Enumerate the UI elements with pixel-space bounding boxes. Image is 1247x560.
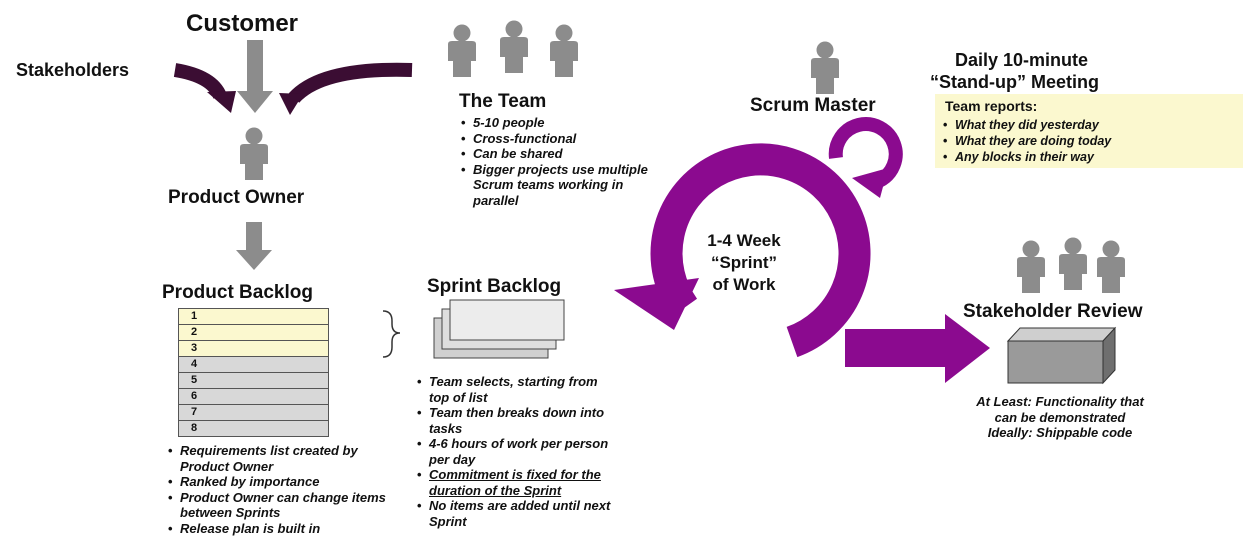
stakeholders-label: Stakeholders [16,60,130,80]
standup-panel: Team reports: What they did yesterday Wh… [935,94,1243,168]
sprint-backlog-title: Sprint Backlog [427,276,562,297]
customer-label: Customer [186,10,299,37]
sprint-line1: 1-4 Week [707,231,781,250]
sprint-label: 1-4 Week “Sprint” of Work [694,230,794,296]
product-owner-person-icon [240,127,268,180]
standup-title-line1: Daily 10-minute [955,50,1089,70]
list-item: Can be shared [461,146,661,162]
stakeholders-curved-arrow [173,63,236,113]
product-owner-label: Product Owner [168,187,305,208]
team-bullets: 5-10 people Cross-functional Can be shar… [461,115,661,208]
backlog-row: 5 [178,373,329,389]
list-item: Any blocks in their way [943,149,1233,165]
list-item: 4-6 hours of work per person per day [417,436,617,467]
review-note-line1: At Least: Functionality that [976,394,1144,409]
daily-cycle-arrow [828,117,903,198]
stakeholder-person-icon [1097,240,1125,293]
list-item: Ranked by importance [168,474,398,490]
product-backlog-list: 1 2 3 4 5 6 7 8 [178,308,329,437]
review-note-line2: can be demonstrated [994,409,1126,425]
shippable-product-box [1006,326,1117,385]
sprint-backlog-bullets: Team selects, starting from top of list … [417,374,617,529]
list-item: Commitment is fixed for the duration of … [417,467,617,498]
product-owner-down-arrow [236,222,272,270]
backlog-brace [382,310,401,358]
list-item: No items are added until next Sprint [417,498,617,529]
list-item: Requirements list created by Product Own… [168,443,398,474]
list-item: Bigger projects use multiple Scrum teams… [461,162,661,209]
sprint-line3: of Work [712,275,776,294]
list-item: What they did yesterday [943,117,1233,133]
list-item: Product Owner can change items between S… [168,490,398,521]
standup-bullets: What they did yesterday What they are do… [943,117,1233,165]
review-notes: At Least: Functionality that can be demo… [935,394,1185,441]
scrum-master-person-icon [811,41,839,94]
customer-down-arrow [237,40,273,113]
stakeholder-review-title: Stakeholder Review [963,301,1143,322]
review-note-line3: Ideally: Shippable code [987,425,1133,440]
team-reports-title: Team reports: [945,98,1038,114]
scrum-master-label: Scrum Master [750,95,876,116]
team-curved-arrow [279,62,413,115]
standup-title-line2: “Stand-up” Meeting [930,72,1099,92]
backlog-row: 2 [178,325,329,341]
backlog-row: 1 [178,308,329,325]
team-member-icon [448,24,476,77]
backlog-row: 8 [178,421,329,437]
team-title: The Team [459,91,547,112]
list-item: Team then breaks down into tasks [417,405,617,436]
sprint-line2: “Sprint” [710,253,778,272]
list-item: Release plan is built in [168,521,398,537]
backlog-row: 7 [178,405,329,421]
sprint-cycle-arrow [614,143,871,358]
team-member-icon [550,24,578,77]
list-item: What they are doing today [943,133,1233,149]
list-item: 5-10 people [461,115,661,131]
sprint-backlog-pages-icon [433,299,565,359]
product-backlog-bullets: Requirements list created by Product Own… [168,443,398,536]
stakeholder-person-icon [1059,237,1087,290]
backlog-row: 3 [178,341,329,357]
backlog-row: 6 [178,389,329,405]
backlog-row: 4 [178,357,329,373]
list-item: Cross-functional [461,131,661,147]
stakeholder-person-icon [1017,240,1045,293]
team-member-icon [500,20,528,73]
list-item: Team selects, starting from top of list [417,374,617,405]
review-arrow [845,314,990,383]
product-backlog-title: Product Backlog [162,282,313,303]
